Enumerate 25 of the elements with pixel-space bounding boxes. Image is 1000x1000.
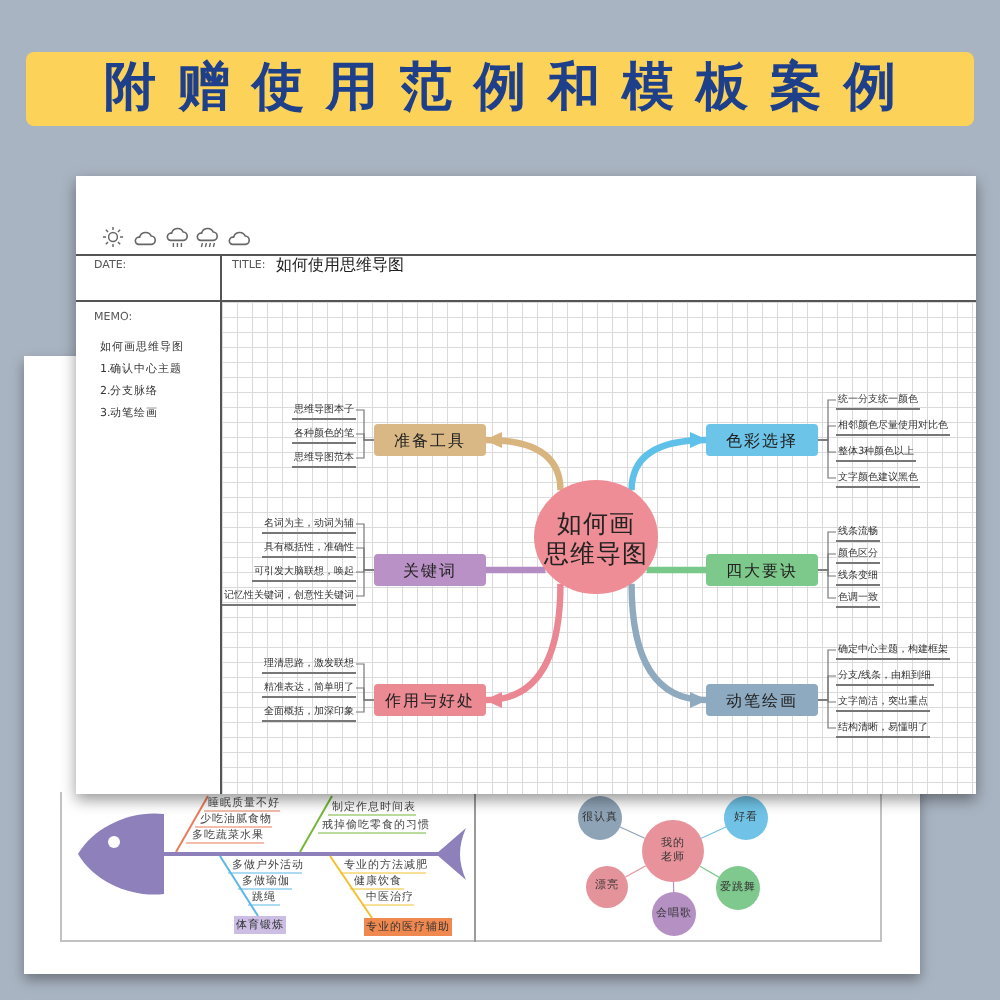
arrow bbox=[628, 583, 708, 707]
branch-topic: 动笔绘画 bbox=[706, 684, 818, 716]
title-banner: 附赠使用范例和模板案例 bbox=[26, 52, 974, 126]
connector-line bbox=[486, 566, 546, 574]
connector-line bbox=[817, 439, 837, 479]
connector-line bbox=[355, 699, 375, 713]
branch-topic: 作用与好处 bbox=[374, 684, 486, 716]
branch-topic: 准备工具 bbox=[374, 424, 486, 456]
arrow bbox=[484, 583, 564, 707]
connector-line bbox=[355, 439, 375, 459]
connector-line bbox=[355, 569, 375, 597]
connector-line bbox=[624, 865, 647, 878]
branch-topic: 关键词 bbox=[374, 554, 486, 586]
connector-line bbox=[619, 826, 646, 839]
branch-topic: 四大要诀 bbox=[706, 554, 818, 586]
arrow bbox=[484, 432, 564, 491]
handwritten-title: 如何使用思维导图 bbox=[276, 256, 404, 274]
arrow bbox=[628, 432, 708, 491]
connector-line bbox=[699, 865, 720, 878]
connector-line bbox=[672, 881, 675, 893]
connector-line bbox=[817, 699, 837, 729]
connector-line bbox=[817, 569, 837, 599]
connector-line bbox=[646, 566, 706, 574]
connector-line bbox=[700, 826, 727, 839]
branch-topic: 色彩选择 bbox=[706, 424, 818, 456]
